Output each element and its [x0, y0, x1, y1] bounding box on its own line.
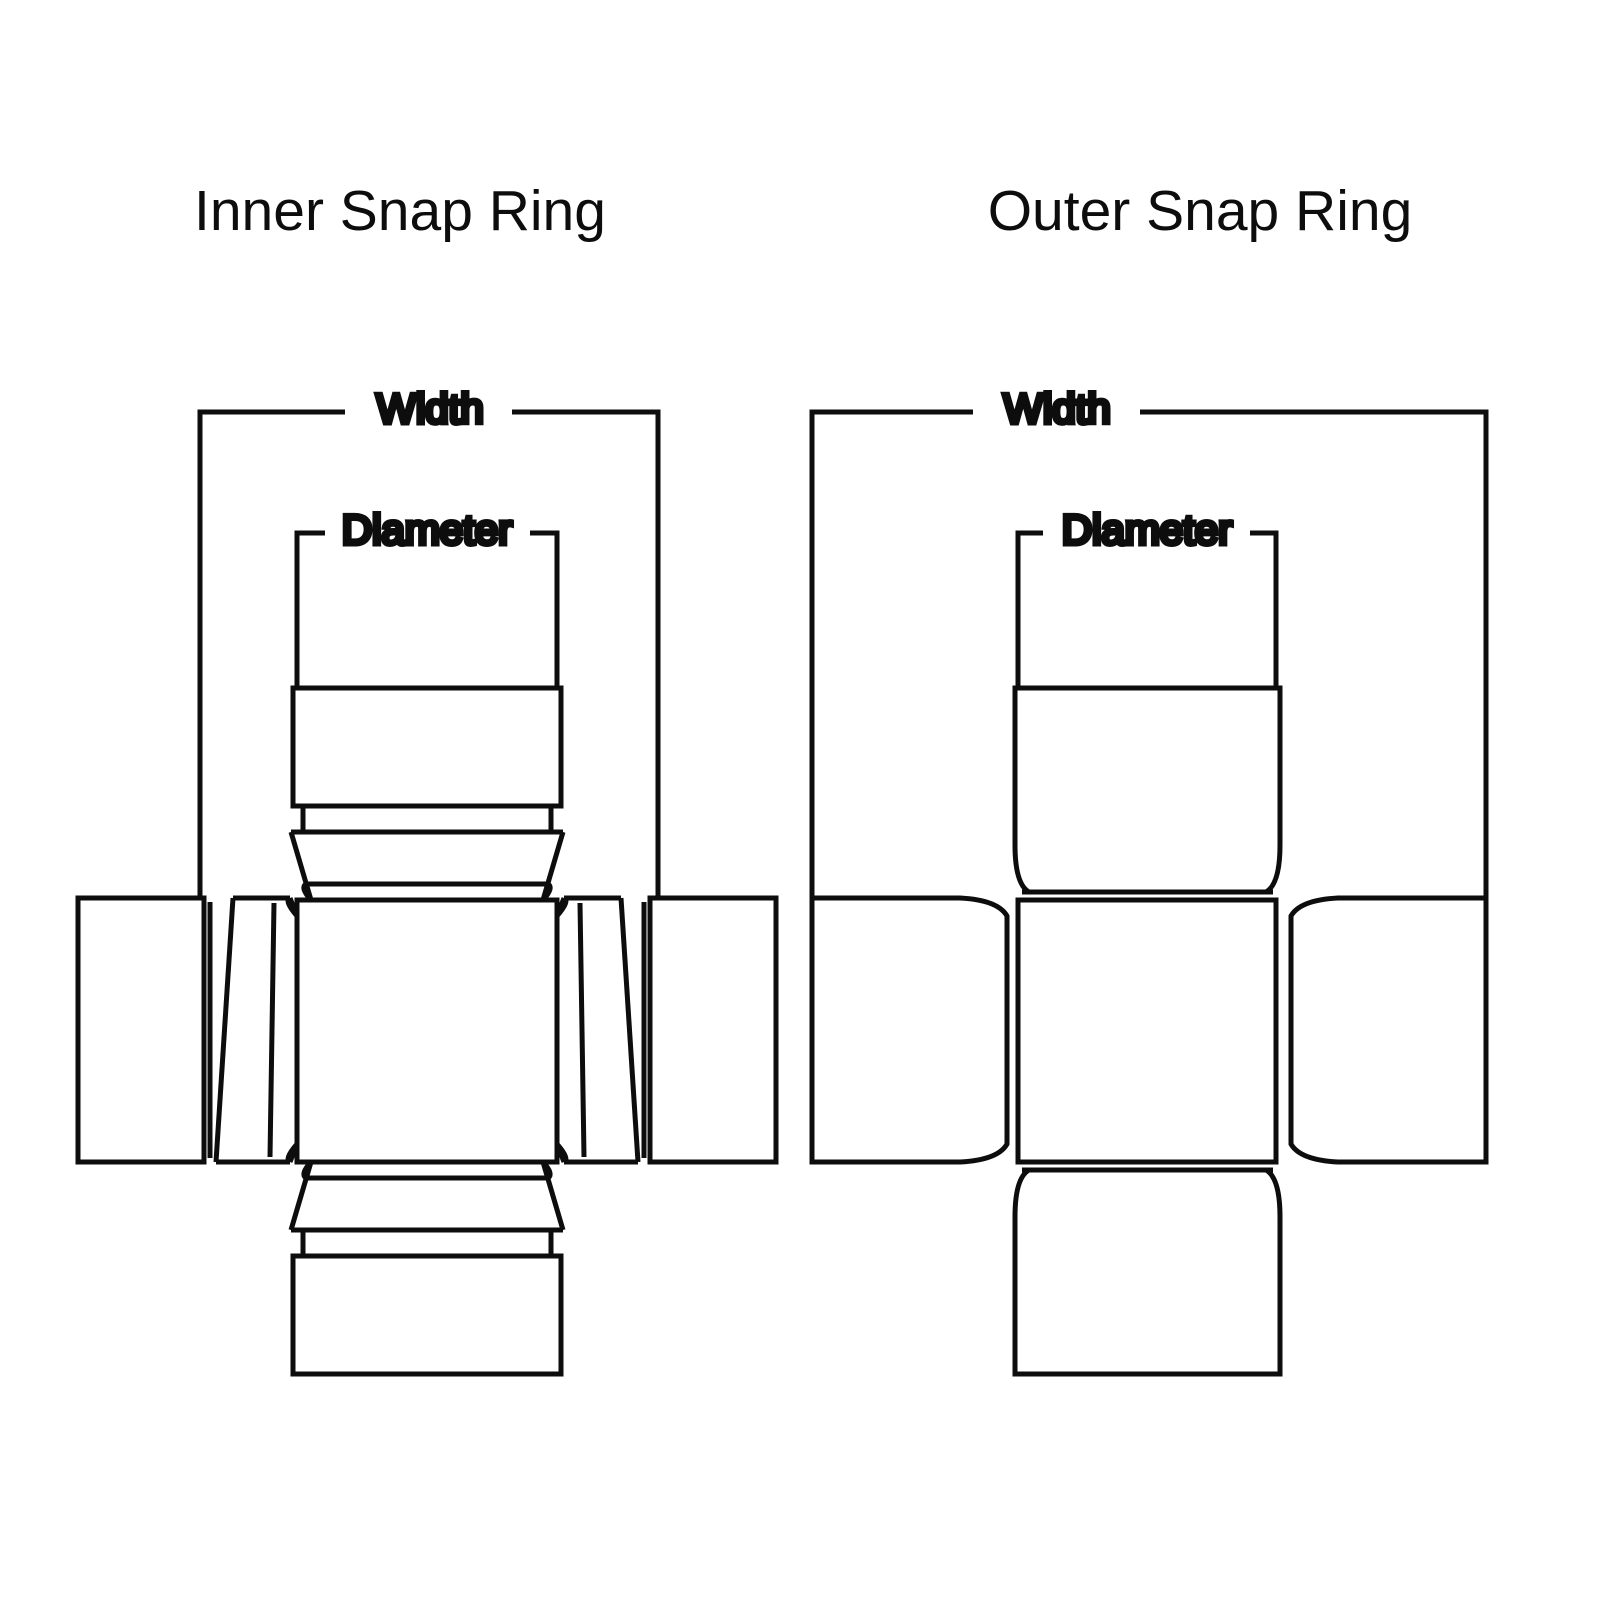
center-cross-body	[294, 897, 560, 1165]
bearing-cap-top	[1012, 685, 1283, 903]
bearing-cap-bottom	[288, 1160, 566, 1377]
panel-outer-snap-ring: Outer Snap Ring Width Diameter	[800, 0, 1600, 1600]
center-cross-body	[1015, 897, 1279, 1165]
panel-title-inner-snap-ring: Inner Snap Ring	[194, 179, 606, 243]
dimension-width-bracket	[197, 409, 661, 900]
bearing-cap-right	[1273, 895, 1489, 1165]
dimension-width-bracket	[809, 409, 1489, 900]
dimension-width-label: Width	[376, 385, 483, 432]
dimension-diameter-label: Diameter	[1062, 506, 1232, 553]
dimension-width-label: Width	[1003, 385, 1110, 432]
bearing-cap-right	[554, 895, 779, 1165]
panel-inner-snap-ring: Inner Snap Ring Width Diameter	[75, 179, 779, 1377]
outer-snap-ring-drawing: Width Diameter	[809, 383, 1489, 1377]
dimension-diameter-label: Diameter	[342, 506, 512, 553]
dimension-diameter-bracket	[1015, 530, 1279, 688]
bearing-cap-left	[75, 895, 300, 1165]
panel-title-outer-snap-ring: Outer Snap Ring	[987, 179, 1413, 243]
bearing-cap-top	[288, 685, 566, 902]
bearing-cap-bottom	[1012, 1159, 1283, 1377]
bearing-cap-left	[809, 895, 1021, 1165]
inner-snap-ring-drawing: Width Diameter	[75, 383, 779, 1377]
dimension-diameter-bracket	[294, 530, 560, 690]
